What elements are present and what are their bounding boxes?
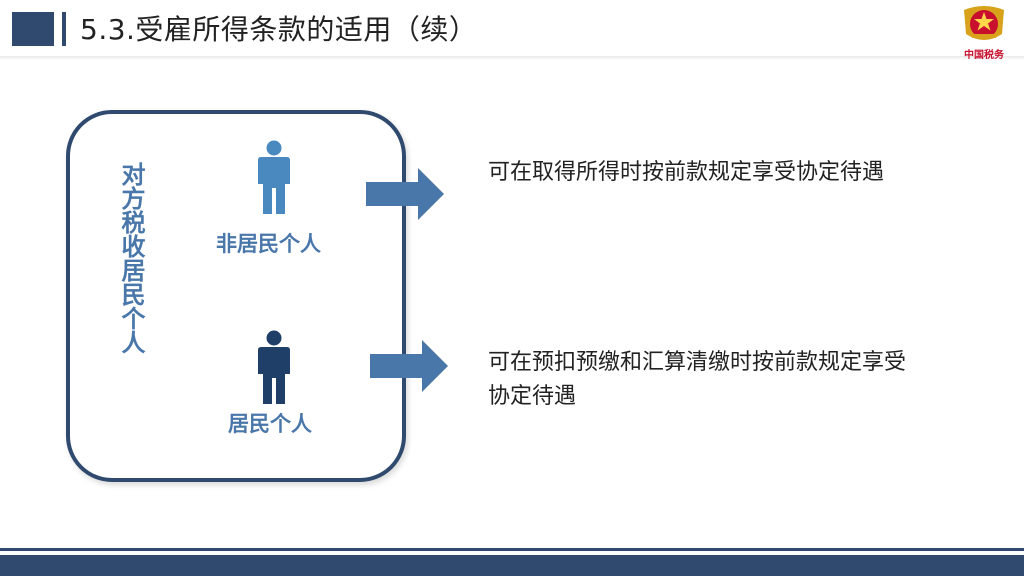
person-label-resident: 居民个人 bbox=[228, 412, 312, 436]
slide-title: 5.3.受雇所得条款的适用（续） bbox=[80, 13, 478, 46]
arrow-right-icon bbox=[370, 340, 448, 392]
arrow-right-icon bbox=[366, 168, 444, 220]
description-nonresident: 可在取得所得时按前款规定享受协定待遇 bbox=[488, 160, 885, 185]
title-accent-block bbox=[12, 12, 54, 46]
description-resident: 可在预扣预缴和汇算清缴时按前款规定享受协定待遇 bbox=[488, 350, 907, 409]
title-accent-bar bbox=[62, 12, 66, 46]
emblem-icon bbox=[964, 6, 1004, 40]
person-label-nonresident: 非居民个人 bbox=[216, 232, 321, 256]
group-label: 对方税收居民个人 bbox=[117, 162, 145, 354]
footer-bar bbox=[0, 555, 1024, 576]
emblem-label: 中国税务 bbox=[964, 50, 1004, 61]
group-frame bbox=[66, 110, 406, 482]
person-icon bbox=[258, 140, 290, 214]
footer-line bbox=[0, 548, 1024, 551]
person-icon bbox=[258, 330, 290, 404]
header-divider bbox=[0, 56, 1024, 60]
